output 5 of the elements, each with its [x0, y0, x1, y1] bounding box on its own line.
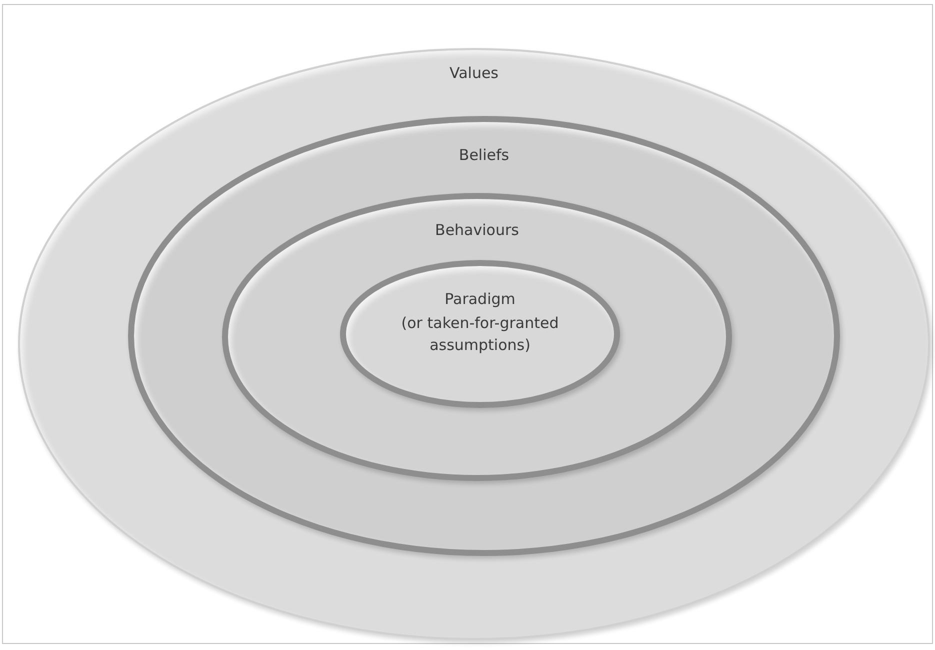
layer-label: Values: [448, 63, 500, 84]
layer-label: (or taken-for-granted assumptions): [400, 313, 560, 356]
layer-label: Paradigm: [444, 289, 516, 310]
layer-label: Beliefs: [458, 145, 510, 166]
layer-label: Behaviours: [434, 220, 520, 241]
